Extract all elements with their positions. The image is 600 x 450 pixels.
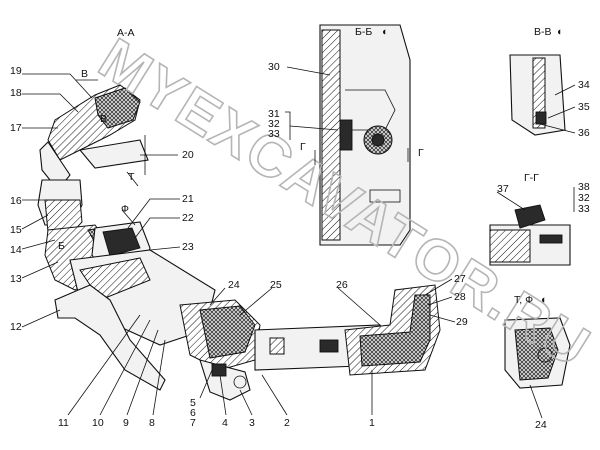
callout-22: 22 [182,212,194,224]
callout-35: 35 [578,101,590,113]
callout-33-gg: 33 [578,203,590,215]
section-title-bb: Б-Б [355,26,372,38]
section-bb-symbol: ◐ [382,26,388,38]
clamp-core-top [94,87,141,129]
section-title-gg: Г-Г [524,172,539,184]
callout-6: 6 [190,407,196,419]
view-tf [504,317,571,389]
slot-bb [369,189,401,203]
view-marker-f: Ф [121,203,129,215]
elbow-core-26 [359,294,431,367]
lock-core [371,133,385,147]
callout-8: 8 [149,417,155,429]
callout-24-tf: 24 [535,419,547,431]
bolt-head [233,375,247,389]
view-marker-b: Б [58,240,65,252]
section-title-aa: А-А [117,27,135,39]
callout-4: 4 [222,417,228,429]
callout-9: 9 [123,417,129,429]
view-marker-t: Т [128,171,135,183]
callout-12: 12 [10,321,22,333]
callout-21: 21 [182,193,194,205]
callout-37: 37 [497,183,509,195]
callout-19: 19 [10,65,22,77]
leader-lines [21,66,576,419]
block-gg-section [489,229,531,263]
view-marker-v-top: В [81,68,88,80]
callout-28: 28 [454,291,466,303]
seal-34 [532,57,546,129]
callout-3: 3 [249,417,255,429]
callout-27: 27 [454,273,466,285]
callout-18: 18 [10,87,22,99]
washer-4 [211,363,227,377]
callout-36: 36 [578,127,590,139]
callout-10: 10 [92,417,104,429]
callout-24: 24 [228,279,240,291]
section-vv-symbol: ◐ [557,26,563,38]
section-gg-view [489,204,571,266]
callout-11: 11 [58,417,69,429]
section-bb-view [319,24,411,246]
bracket-12 [54,284,166,391]
section-tf-symbol: ◐ [541,294,547,306]
cap-tf-section [514,327,559,381]
callout-13: 13 [10,273,22,285]
section-vv-view [509,54,566,136]
callout-29: 29 [456,316,468,328]
latch-31 [339,119,353,151]
callout-32: 32 [268,118,280,130]
callout-33: 33 [268,128,280,140]
view-marker-v-mid: В [100,113,107,125]
callout-31: 31 [268,108,280,120]
pin-37 [514,204,546,229]
main-assembly [37,84,441,401]
hose-band [319,339,339,353]
callout-16: 16 [10,195,22,207]
callout-23: 23 [182,241,194,253]
callout-17: 17 [10,122,22,134]
callout-1: 1 [369,417,375,429]
callout-25: 25 [270,279,282,291]
callout-14: 14 [10,244,22,256]
callout-34: 34 [578,79,590,91]
connector-ribs [102,227,141,257]
view-marker-g-left: Г [300,141,306,153]
callout-32-gg: 32 [578,192,590,204]
section-title-tf: Т, Ф [514,294,533,306]
clip-35 [535,111,547,125]
section-title-vv: В-В [534,26,552,38]
callout-2: 2 [284,417,290,429]
clamp-block-25 [199,305,256,359]
view-marker-g-right: Г [418,147,424,159]
cap-hole [537,347,553,363]
callout-5: 5 [190,397,196,409]
connector-strip [539,234,563,244]
callout-15: 15 [10,224,22,236]
callout-38: 38 [578,181,590,193]
callout-numbers: 19 18 17 20 16 15 14 13 12 21 22 23 24 2… [10,61,590,431]
callout-20: 20 [182,149,194,161]
hose-ring [269,337,285,355]
callout-26: 26 [336,279,348,291]
callout-30: 30 [268,61,280,73]
plate-20 [78,139,149,169]
callout-7: 7 [190,417,196,429]
